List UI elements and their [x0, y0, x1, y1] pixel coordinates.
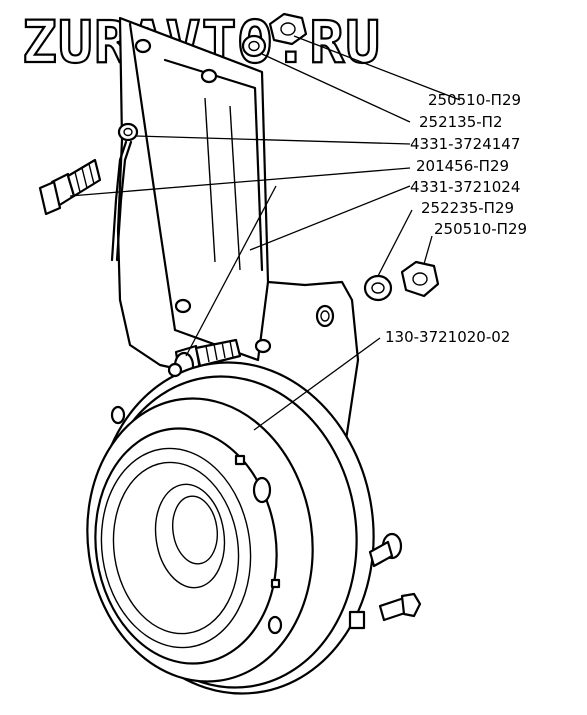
ground-wire: [110, 122, 139, 262]
bolt-lower-right-1: [368, 532, 403, 568]
callout-label: 4331-3724147: [410, 135, 520, 153]
clutch-housing: [86, 361, 375, 695]
spring-washer-top: [241, 34, 267, 58]
callout-label: 201456-П29: [416, 157, 509, 175]
bolt-lower-right-2: [348, 592, 422, 630]
washer-right: [363, 274, 393, 302]
callout-label: 252235-П29: [421, 199, 514, 217]
callout-label: 250510-П29: [428, 91, 521, 109]
callout-label: 130-3721020-02: [385, 328, 510, 346]
leader-lines: [69, 35, 461, 431]
nut-right: [400, 260, 440, 298]
bolt-left: [38, 158, 102, 216]
callout-label: 4331-3721024: [410, 178, 520, 196]
callout-label: 252135-П2: [419, 113, 503, 131]
callout-label: 250510-П29: [434, 220, 527, 238]
watermark: ZURAVTO.RU: [22, 8, 381, 76]
